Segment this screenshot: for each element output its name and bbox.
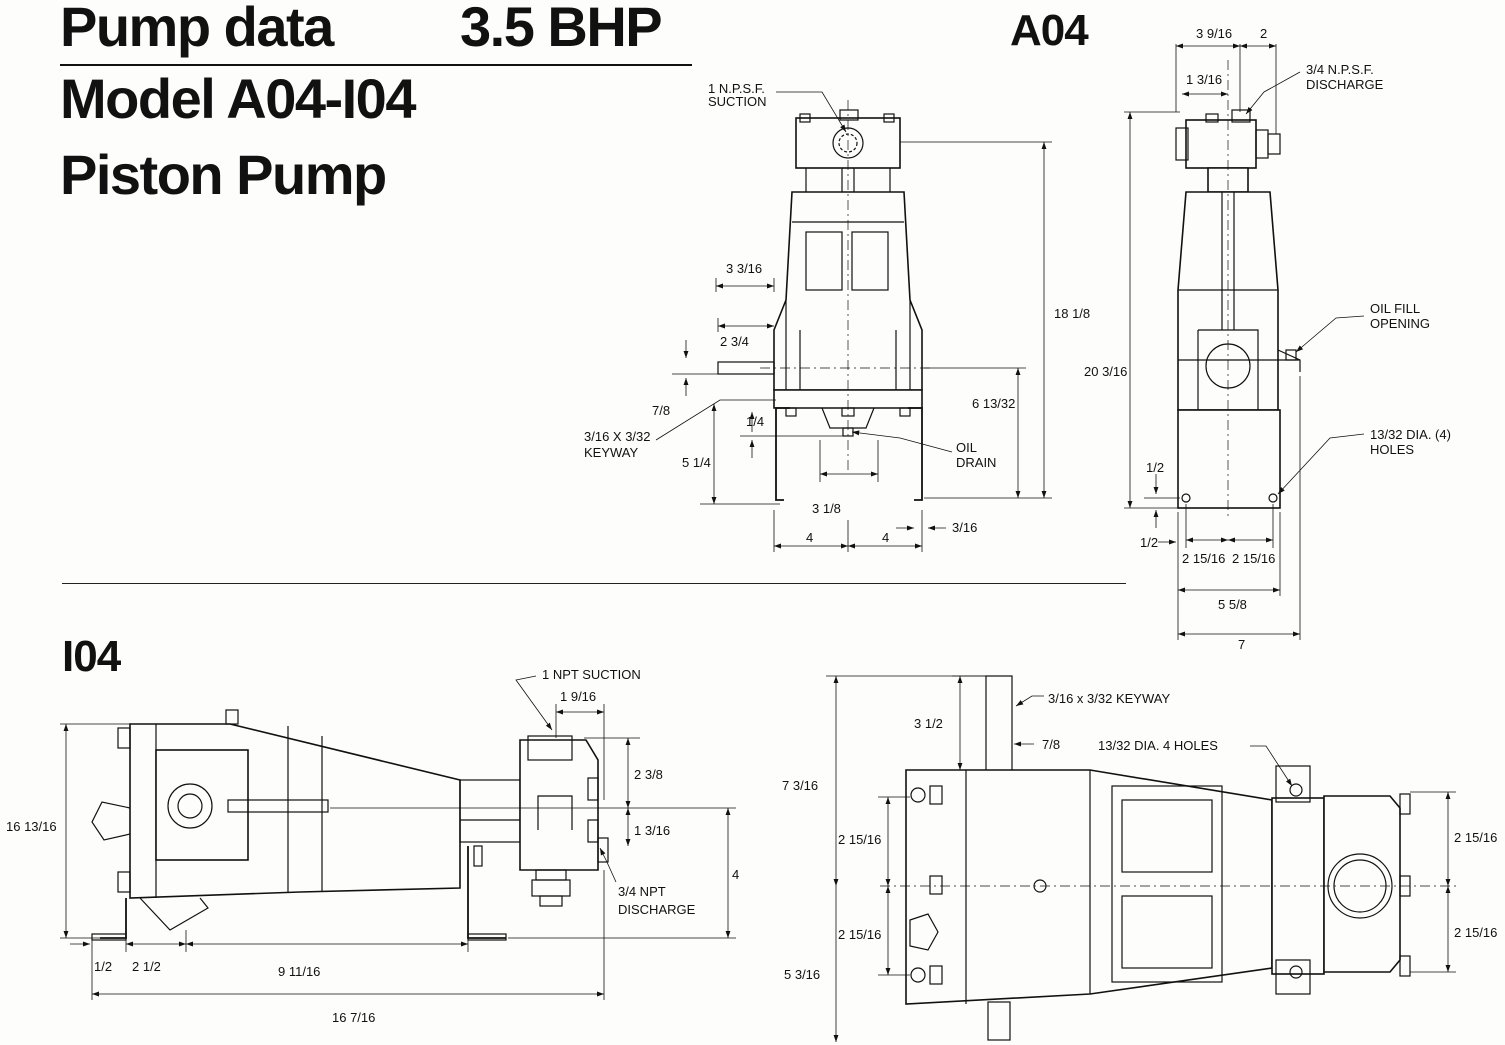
- page-title-model: Model A04-I04: [60, 67, 416, 130]
- section-divider: [62, 583, 1126, 584]
- label-suction-line1: 1 N.P.S.F.: [708, 81, 765, 96]
- dim-1-2-upper: 1/2: [1146, 460, 1164, 475]
- label-discharge-line1: 3/4 NPT: [618, 884, 666, 899]
- label-discharge-line2: DISCHARGE: [618, 902, 696, 917]
- dim-5-1-4: 5 1/4: [682, 455, 711, 470]
- section-label-i04: I04: [62, 632, 121, 681]
- i04-side-view: 1 NPT SUCTION 1 9/16 2 3/8 1 3/16 3/4 NP…: [6, 667, 739, 1025]
- label-keyway-line1: 3/16 X 3/32: [584, 429, 651, 444]
- label-discharge-line1: 3/4 N.P.S.F.: [1306, 62, 1374, 77]
- dim-7: 7: [1238, 637, 1245, 652]
- dim-9-11-16: 9 11/16: [278, 964, 320, 979]
- dim-18-1-8: 18 1/8: [1054, 306, 1090, 321]
- dim-7-8: 7/8: [1042, 737, 1060, 752]
- dim-3-3-16: 3 3/16: [726, 261, 762, 276]
- dim-4-left: 4: [806, 530, 813, 545]
- dim-4-right: 4: [882, 530, 889, 545]
- label-oil-drain-line1: OIL: [956, 440, 977, 455]
- label-holes: 13/32 DIA. 4 HOLES: [1098, 738, 1218, 753]
- dim-1-3-16: 1 3/16: [634, 823, 670, 838]
- dim-2-15-16-right: 2 15/16: [1232, 551, 1275, 566]
- dim-1-9-16: 1 9/16: [560, 689, 596, 704]
- dim-7-3-16: 7 3/16: [782, 778, 818, 793]
- dim-1-2-lower: 1/2: [1140, 535, 1158, 550]
- label-oil-fill-line1: OIL FILL: [1370, 301, 1420, 316]
- a04-front-view: 1 N.P.S.F. SUCTION 3 3/16 2 3/4 7/8 3/16…: [584, 81, 1090, 552]
- dim-2-1-2: 2 1/2: [132, 959, 161, 974]
- dim-2-15-16-upper-right: 2 15/16: [1454, 830, 1497, 845]
- label-suction-line2: SUCTION: [708, 94, 767, 109]
- dim-1-2: 1/2: [94, 959, 112, 974]
- dim-20-3-16: 20 3/16: [1084, 364, 1127, 379]
- dim-3-1-8: 3 1/8: [812, 501, 841, 516]
- page-title-bhp: 3.5 BHP: [460, 0, 663, 58]
- label-discharge-line2: DISCHARGE: [1306, 77, 1384, 92]
- dim-16-13-16: 16 13/16: [6, 819, 57, 834]
- dim-16-7-16: 16 7/16: [332, 1010, 375, 1025]
- dim-2-15-16-left: 2 15/16: [1182, 551, 1225, 566]
- dim-1-3-16: 1 3/16: [1186, 72, 1222, 87]
- page-title-pump-data: Pump data: [60, 0, 334, 58]
- a04-side-view: 3 9/16 2 1 3/16 3/4 N.P.S.F. DISCHARGE O…: [1084, 26, 1451, 652]
- page-title-pump-type: Piston Pump: [60, 143, 387, 206]
- dim-2-15-16-lower-right: 2 15/16: [1454, 925, 1497, 940]
- dim-6-13-32: 6 13/32: [972, 396, 1015, 411]
- dim-2-3-8: 2 3/8: [634, 767, 663, 782]
- dim-3-16: 3/16: [952, 520, 977, 535]
- dim-2-15-16-upper-left: 2 15/16: [838, 832, 881, 847]
- dim-1-4: 1/4: [746, 414, 764, 429]
- dim-3-1-2: 3 1/2: [914, 716, 943, 731]
- label-oil-fill-line2: OPENING: [1370, 316, 1430, 331]
- dim-2-3-4: 2 3/4: [720, 334, 749, 349]
- label-keyway: 3/16 x 3/32 KEYWAY: [1048, 691, 1170, 706]
- i04-top-view: 3/16 x 3/32 KEYWAY 3 1/2 7/8 13/32 DIA. …: [782, 675, 1497, 1042]
- dim-2-15-16-lower-left: 2 15/16: [838, 927, 881, 942]
- section-label-a04: A04: [1010, 6, 1089, 55]
- label-oil-drain-line2: DRAIN: [956, 455, 996, 470]
- dim-7-8: 7/8: [652, 403, 670, 418]
- label-holes-line2: HOLES: [1370, 442, 1414, 457]
- dim-3-9-16: 3 9/16: [1196, 26, 1232, 41]
- dim-5-5-8: 5 5/8: [1218, 597, 1247, 612]
- dim-2: 2: [1260, 26, 1267, 41]
- dim-5-3-16: 5 3/16: [784, 967, 820, 982]
- label-suction: 1 NPT SUCTION: [542, 667, 641, 682]
- label-holes-line1: 13/32 DIA. (4): [1370, 427, 1451, 442]
- label-keyway-line2: KEYWAY: [584, 445, 639, 460]
- title-underline: [60, 64, 692, 66]
- dim-4: 4: [732, 867, 739, 882]
